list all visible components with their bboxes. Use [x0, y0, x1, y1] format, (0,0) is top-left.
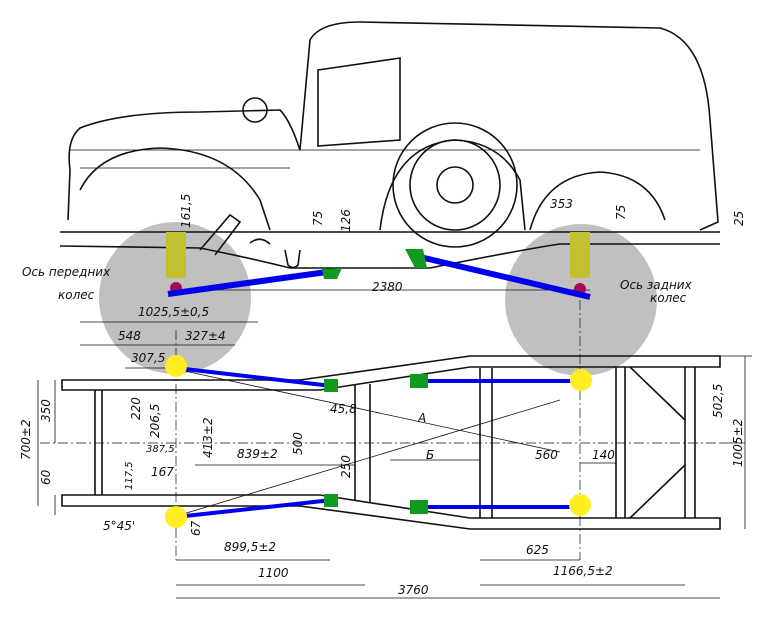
- dim-1166-5: 1166,5±2: [553, 564, 613, 578]
- dim-angle: 5°45': [103, 519, 135, 533]
- label-B: Б: [426, 448, 434, 462]
- rear-right-mount: [410, 500, 428, 514]
- dim-140: 140: [592, 448, 615, 462]
- label-A: А: [417, 411, 426, 425]
- dim-560: 560: [535, 448, 558, 462]
- dim-1025-5: 1025,5±0,5: [138, 305, 209, 319]
- rear-axle-label-2: колес: [650, 291, 687, 305]
- rear-right-pivot: [569, 494, 591, 516]
- rear-wheel-overlay: [505, 224, 657, 376]
- dim-413: 413±2: [201, 417, 215, 458]
- dim-161-5: 161,5: [179, 194, 193, 228]
- dim-839: 839±2: [237, 447, 278, 461]
- front-left-mount: [324, 379, 338, 392]
- dim-3760: 3760: [398, 583, 429, 597]
- dim-220: 220: [129, 397, 143, 420]
- dim-625: 625: [526, 543, 549, 557]
- front-mount-side: [322, 268, 342, 279]
- rear-link-rod-side: [419, 254, 591, 300]
- dim-1100: 1100: [258, 566, 289, 580]
- front-left-pivot: [165, 355, 187, 377]
- dim-250: 250: [339, 455, 353, 478]
- dim-45-8: 45,8: [330, 402, 357, 416]
- dim-500: 500: [291, 432, 305, 455]
- frame-top-view: [40, 300, 721, 560]
- dim-60: 60: [39, 469, 53, 485]
- dim-353: 353: [550, 197, 573, 211]
- front-right-mount: [324, 494, 338, 507]
- front-axle-label-1: Ось передних: [22, 265, 111, 279]
- dim-350: 350: [39, 399, 53, 422]
- front-right-link-rod: [175, 498, 333, 519]
- dim-1005: 1005±2: [731, 419, 745, 467]
- front-link-rod-side: [167, 268, 335, 297]
- dim-75-front: 75: [311, 211, 325, 226]
- front-left-link-rod: [175, 366, 333, 388]
- dim-700: 700±2: [19, 419, 33, 460]
- dim-117-5: 117,5: [124, 461, 135, 490]
- dim-2380: 2380: [372, 280, 403, 294]
- car-body-outline: [67, 21, 719, 248]
- front-axle-label-2: колес: [58, 288, 95, 302]
- front-wheel-overlay: [99, 222, 251, 374]
- dim-899-5: 899,5±2: [224, 540, 276, 554]
- front-axle-marker: [166, 232, 186, 278]
- dim-327: 327±4: [185, 329, 226, 343]
- dim-25: 25: [732, 211, 746, 226]
- dim-206-5: 206,5: [148, 404, 162, 438]
- rear-axle-marker: [570, 232, 590, 278]
- rear-left-mount: [410, 374, 428, 388]
- dim-126: 126: [339, 209, 353, 232]
- dim-307-5: 307,5: [131, 351, 165, 365]
- dim-75-rear: 75: [614, 205, 628, 220]
- dimension-lines: [37, 321, 752, 599]
- dim-502-5: 502,5: [711, 384, 725, 418]
- rear-axle-label-1: Ось задних: [620, 278, 693, 292]
- rear-left-pivot: [570, 369, 592, 391]
- front-right-pivot: [165, 506, 187, 528]
- dim-167: 167: [151, 465, 174, 479]
- rear-mount-side: [405, 249, 427, 268]
- dim-548: 548: [118, 329, 141, 343]
- dim-387-5: 387,5: [146, 444, 175, 455]
- dim-67: 67: [189, 520, 203, 536]
